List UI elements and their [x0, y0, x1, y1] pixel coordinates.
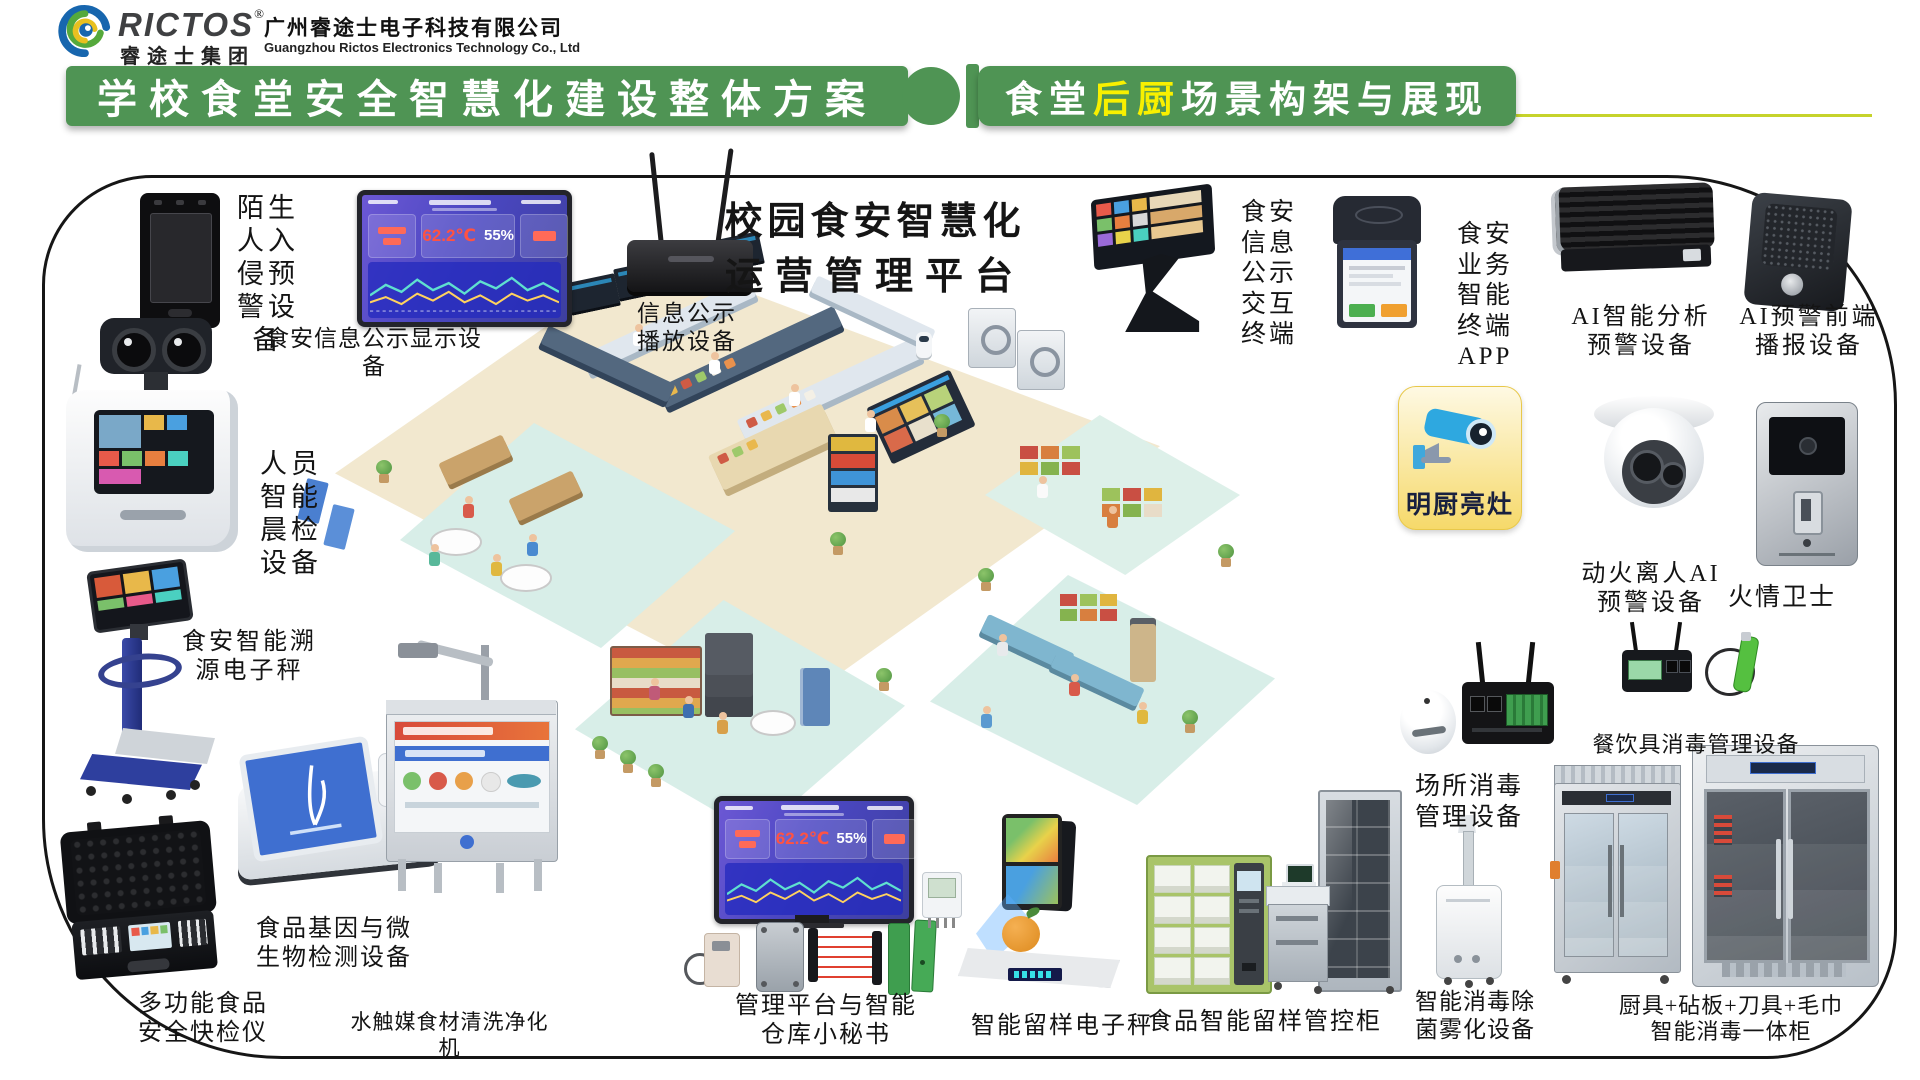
label-info-display: 食安信息公示显示设备 [266, 326, 482, 380]
temperature-value: 62.2℃ [422, 225, 476, 245]
fire-ai-dome-camera [1588, 396, 1720, 526]
sample-control-cabinet [1146, 855, 1272, 994]
banner-left-text: 学校食堂安全智慧化建设整体方案 [97, 78, 877, 122]
banner-connector-circle [902, 67, 960, 125]
bright-kitchen-tile: 明厨亮灶 [1398, 386, 1522, 530]
traceable-electronic-scale [60, 558, 220, 804]
label-sample-cabinet: 食品智能留样管控柜 [1148, 1009, 1382, 1035]
label-sample-scale: 智能留样电子秤 [971, 1013, 1153, 1039]
fire-guard-device [1756, 402, 1858, 566]
label-bright-kitchen: 明厨亮灶 [1405, 491, 1514, 519]
ai-broadcast-speaker [1743, 191, 1853, 313]
utensil-cabinet-a [1550, 765, 1681, 987]
poster-border [42, 175, 1897, 1059]
label-traceable-scale: 食安智能溯 源电子秤 [182, 629, 317, 685]
label-info-player: 信息公示 播放设备 [637, 301, 737, 355]
interactive-kiosk [1090, 183, 1227, 332]
label-tableware-disinfect: 餐饮具消毒管理设备 [1592, 732, 1800, 757]
temperature-value: 62.2℃ [775, 828, 830, 848]
info-broadcast-player [620, 148, 760, 298]
label-utensil-cabinet: 厨具+砧板+刀具+毛巾 智能消毒一体柜 [1618, 993, 1844, 1045]
label-rapid-test: 多功能食品 安全快检仪 [138, 991, 268, 1047]
brand-wordmark: RICTOS® [118, 6, 264, 44]
banner-right-post: 场景构架与展现 [1181, 79, 1489, 120]
management-platform-monitor: 62.2℃ 55% [714, 796, 918, 924]
label-ai-broadcast: AI预警前端 播报设备 [1739, 304, 1879, 360]
ai-analysis-server [1554, 182, 1716, 275]
platform-title: 校园食安智慧化 运营管理平台 [690, 190, 1060, 300]
warehouse-plate-device [756, 922, 804, 992]
laser-curtain-sensor [808, 928, 882, 986]
label-interactive-kiosk: 食安 信息 公示 交互 终端 [1240, 199, 1297, 348]
food-safety-info-display: 62.2℃ 55% [357, 190, 572, 327]
food-washing-machine [386, 639, 564, 895]
sample-station-cabinet [1266, 790, 1402, 995]
label-warehouse-assistant: 管理平台与智能 仓库小秘书 [735, 993, 917, 1049]
label-atomizer: 智能消毒除 菌雾化设备 [1415, 989, 1535, 1043]
disinfect-dongle [1700, 632, 1767, 714]
brand-text: RICTOS [118, 6, 255, 43]
brand-registered-mark: ® [254, 6, 264, 21]
label-gene-test: 食品基因与微 生物检测设备 [256, 916, 412, 972]
label-washer: 水触媒食材清洗净化机 [350, 1010, 549, 1060]
warehouse-sensor [684, 925, 744, 993]
company-name-en: Guangzhou Rictos Electronics Technology … [264, 40, 581, 55]
banner-right-pre: 食堂 [1005, 79, 1093, 120]
site-disinfect-gateway [1462, 641, 1557, 764]
platform-title-line2: 运营管理平台 [724, 256, 1025, 298]
sensor-boards [886, 919, 937, 996]
tableware-disinfect-router [1622, 621, 1694, 714]
banner-left-title: 学校食堂安全智慧化建设整体方案 [66, 66, 908, 126]
banner-connector-bar [966, 64, 979, 128]
trend-chart [368, 261, 561, 318]
label-ai-analysis: AI智能分析 预警设备 [1571, 304, 1711, 360]
face-recognition-terminal [140, 193, 220, 328]
humidity-value: 55% [836, 830, 867, 847]
label-morning-check: 人员 智能 晨检 设备 [260, 449, 322, 578]
humidity-value: 55% [484, 227, 515, 245]
sample-retention-scale [950, 810, 1140, 1005]
banner-right-title: 食堂 后厨 场景构架与展现 [978, 66, 1516, 126]
rictos-logo-icon [56, 4, 114, 58]
site-disinfect-sensor [1400, 690, 1458, 764]
label-site-disinfect: 场所消毒 管理设备 [1414, 773, 1523, 831]
brand-cn: 睿途士集团 [120, 46, 255, 68]
label-fire-guard: 火情卫士 [1727, 584, 1836, 611]
cctv-camera-icon [1413, 408, 1496, 469]
utensil-cabinet-b [1692, 745, 1879, 987]
cafeteria-isometric-scene [280, 231, 1290, 850]
label-smart-terminal-app: 食安 业务 智能 终端 APP [1456, 221, 1513, 370]
disinfect-atomizer [1436, 815, 1502, 988]
label-stranger-intrusion-alarm: 陌生 人入 侵预 警设 备 [237, 193, 299, 355]
temperature-logger [918, 872, 964, 928]
platform-title-line1: 校园食安智慧化 [724, 201, 1026, 243]
label-fire-ai: 动火离人AI 预警设备 [1581, 561, 1721, 617]
rapid-test-case [59, 814, 228, 992]
dashboard-screen: 62.2℃ 55% [362, 195, 569, 322]
handheld-smart-terminal [1333, 196, 1421, 328]
company-name-cn: 广州睿途士电子科技有限公司 [264, 17, 563, 40]
banner-right-highlight: 后厨 [1093, 79, 1181, 120]
morning-check-robot [58, 312, 248, 557]
banner-tail-line [1516, 114, 1872, 117]
